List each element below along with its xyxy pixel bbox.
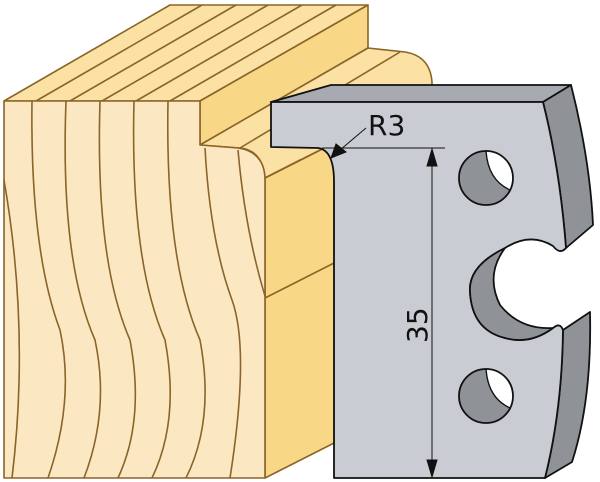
- mounting-hole-upper: [458, 150, 514, 206]
- radius-leader: [330, 127, 367, 159]
- wood-front-face: [3, 100, 266, 479]
- mounting-hole-lower: [458, 368, 514, 424]
- profile-knife: [270, 84, 594, 479]
- arrow-up-icon: [426, 147, 438, 167]
- arrow-down-icon: [426, 459, 438, 479]
- radius-label: R3: [368, 109, 405, 142]
- height-dimension-label: 35: [401, 307, 434, 343]
- radius-arrow-icon: [330, 143, 347, 159]
- notch-bore-shading: [469, 247, 554, 341]
- wood-workpiece: [3, 4, 433, 479]
- wood-grain-lines: [3, 4, 401, 479]
- wood-side-face: [264, 139, 341, 479]
